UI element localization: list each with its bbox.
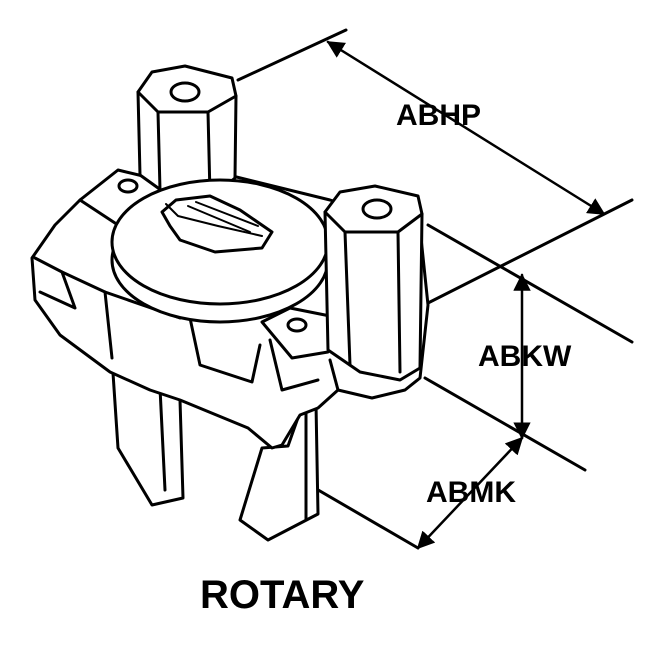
back-hex-post (136, 64, 238, 200)
dimension-arrows (326, 40, 606, 550)
diagram-caption: ROTARY (200, 573, 365, 617)
dimension-label-abmk: ABMK (426, 476, 516, 509)
front-hex-post (323, 184, 424, 382)
abhp-arrow (326, 40, 606, 216)
abmk-arrow (416, 436, 524, 550)
right-terminal-blade (238, 402, 320, 542)
dimension-label-abhp: ABHP (396, 99, 482, 132)
dimension-label-abkw: ABKW (478, 340, 572, 373)
rotary-disc (110, 178, 330, 324)
